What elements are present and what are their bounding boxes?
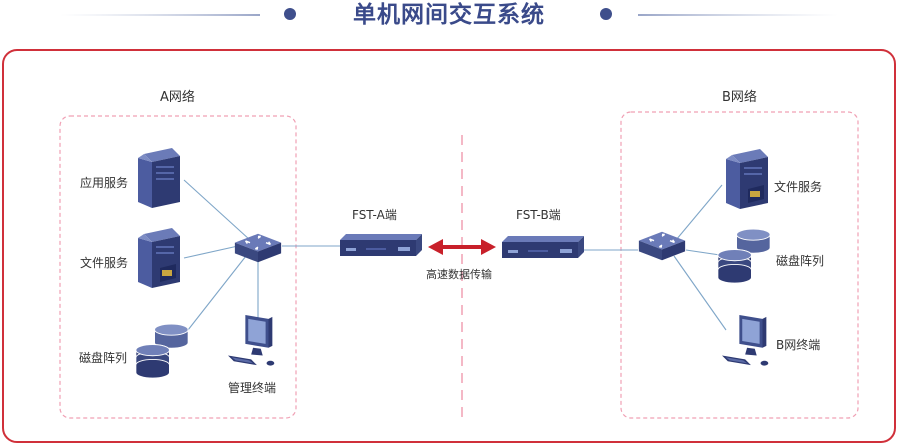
admin-terminal-icon [228, 315, 275, 366]
system-frame [2, 49, 896, 443]
title-rule-left [60, 14, 260, 16]
file-server-b-icon [726, 149, 768, 209]
network-b-label: B网络 [722, 90, 757, 105]
fst-b-label: FST-B端 [516, 208, 561, 222]
network-b-zone [620, 111, 859, 419]
transfer-arrow-icon [428, 239, 496, 255]
network-a-zone [59, 115, 297, 419]
file-server-a-label: 文件服务 [80, 256, 129, 270]
app-server-label: 应用服务 [80, 176, 129, 190]
file-server-b-label: 文件服务 [774, 180, 823, 194]
transfer-label: 高速数据传输 [426, 268, 492, 281]
app-server-icon [138, 148, 180, 208]
admin-terminal-label: 管理终端 [228, 381, 277, 395]
network-a-links [183, 179, 340, 331]
network-a-label: A网络 [160, 90, 195, 105]
title-dot-right [600, 8, 612, 20]
fst-b-device-icon [502, 236, 584, 258]
fst-a-label: FST-A端 [352, 208, 397, 222]
title-rule-right [638, 14, 838, 16]
disk-array-a-icon [135, 323, 189, 379]
b-terminal-icon [722, 315, 769, 366]
disk-array-b-label: 磁盘阵列 [776, 254, 825, 268]
disk-array-b-icon [717, 228, 771, 284]
title-dot-left [284, 8, 296, 20]
network-b-links [582, 184, 727, 331]
switch-b-icon [638, 230, 686, 262]
disk-array-a-label: 磁盘阵列 [79, 351, 128, 365]
file-server-a-icon [138, 228, 180, 288]
b-terminal-label: B网终端 [776, 338, 821, 352]
switch-a-icon [234, 232, 282, 264]
page-title: 单机网间交互系统 [353, 2, 545, 28]
fst-a-device-icon [340, 234, 422, 256]
